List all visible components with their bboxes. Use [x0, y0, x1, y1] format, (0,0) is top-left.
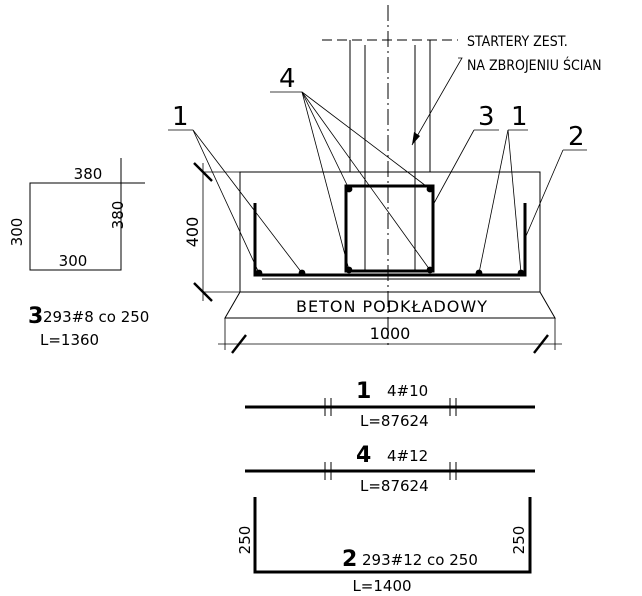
bar-1-spec: 4#10: [387, 382, 428, 400]
stirrup-left-dim: 300: [8, 218, 26, 247]
bar-1-mark: 1: [356, 379, 371, 404]
note-leader: [411, 57, 463, 146]
width-dim-label: 1000: [370, 324, 411, 343]
callout-3: 3: [478, 102, 495, 132]
stirrup-shape: [29, 158, 145, 271]
bar-2-left-leg: 250: [236, 526, 254, 555]
height-dimension: [193, 162, 240, 302]
note-line-2: NA ZBROJENIU ŚCIAN: [467, 56, 602, 74]
stirrup-length: L=1360: [40, 331, 99, 349]
stirrup-mark: 3: [28, 304, 43, 329]
callout-1-left: 1: [172, 102, 189, 132]
stirrup-bottom-dim: 300: [59, 252, 88, 270]
callout-4: 4: [279, 64, 296, 94]
bar-1-shape: [245, 398, 535, 416]
width-dimension: [218, 318, 562, 354]
stirrup-top-dim: 380: [74, 165, 103, 183]
callout-2: 2: [568, 122, 585, 152]
section-reinforcement: [253, 184, 527, 280]
callout-1-right: 1: [511, 102, 528, 132]
bar-2-right-leg: 250: [510, 526, 528, 555]
callout-leaders: [168, 91, 587, 274]
bar-4-length: L=87624: [360, 477, 429, 495]
bar-1-length: L=87624: [360, 412, 429, 430]
bar-2-spec: 293#12 co 250: [362, 551, 478, 569]
note-line-1: STARTERY ZEST.: [467, 34, 568, 50]
bar-4-shape: [245, 462, 535, 480]
bar-2-mark: 2: [342, 547, 357, 572]
bar-2-shape: [253, 497, 532, 574]
stirrup-right-dim: 380: [109, 201, 127, 230]
bar-4-spec: 4#12: [387, 447, 428, 465]
stirrup-spec: 293#8 co 250: [43, 308, 149, 326]
lean-concrete-label: BETON PODKŁADOWY: [296, 297, 488, 316]
wall-outline: [322, 39, 458, 270]
bar-2-length: L=1400: [352, 577, 411, 595]
height-dim-label: 400: [183, 217, 202, 248]
bar-4-mark: 4: [356, 443, 371, 468]
